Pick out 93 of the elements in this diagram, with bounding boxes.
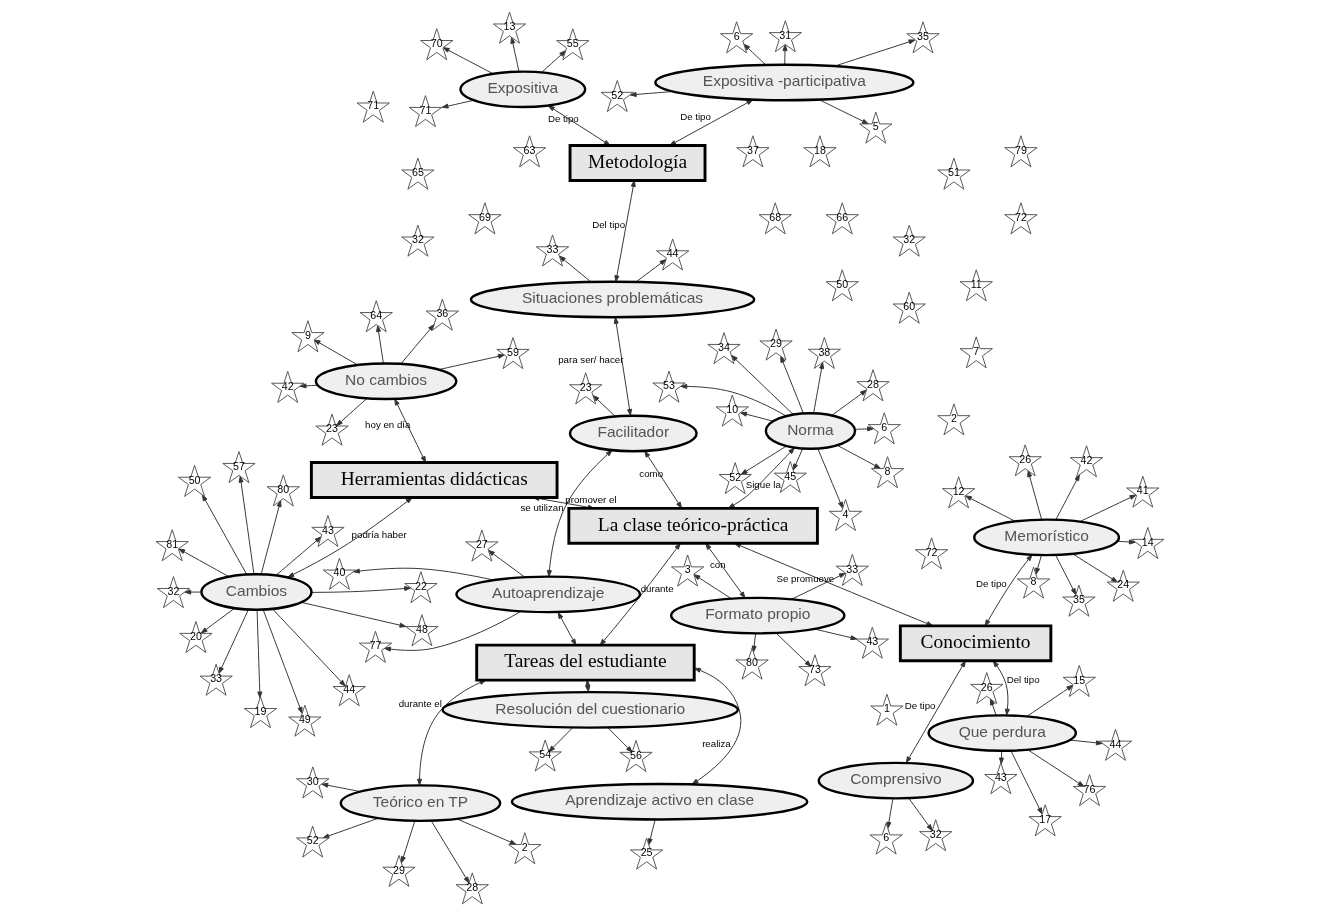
arrow [559,255,592,283]
node-ellipse: Expositiva -participativa [654,63,915,102]
edge-label: De tipo [904,700,936,712]
arrow [731,354,794,415]
node-ellipse: Situaciones problemáticas [469,280,756,319]
arrow [792,448,804,471]
arrow [599,542,681,646]
edge-label: se utilizan [520,501,564,513]
node-ellipse: Teórico en TP [339,784,502,823]
arrow [854,426,874,432]
arrow [1027,749,1085,787]
arrow [218,609,249,674]
arrow [647,819,656,846]
arrow [1055,474,1080,520]
arrow [813,362,825,414]
node-box: Herramientas didácticas [309,461,559,499]
arrow [1055,554,1077,596]
edge-label: Sigue la [745,478,781,490]
arrow [336,398,368,427]
edge-label: durante el [398,697,442,709]
arrow [546,449,613,577]
arrow [184,589,202,595]
arrow [275,536,322,576]
arrow [400,820,416,864]
edge-label: Del tipo [1006,674,1040,686]
arrow [831,389,867,416]
node-ellipse: Que perdura [927,714,1078,753]
node-ellipse: Comprensivo [817,761,975,800]
arrow [260,500,282,575]
arrow [1010,750,1043,815]
arrow [200,608,235,634]
arrow [557,612,577,646]
node-ellipse: No cambios [314,362,458,401]
arrow [751,633,757,653]
node-ellipse: Autoaprendizaje [455,575,642,614]
arrow [178,548,229,577]
arrow [262,609,303,714]
arrow [313,339,358,366]
arrow [311,586,411,593]
arrow [592,395,616,417]
arrow [644,450,683,509]
arrow [780,355,804,414]
arrow [740,445,787,475]
arrow [256,609,263,699]
arrow [992,660,1010,716]
arrow [201,494,248,575]
arrow [743,43,766,66]
arrow [488,549,526,578]
edge-label: promover el [565,494,617,506]
arrow [238,475,255,575]
edge-label: realiza [702,738,731,750]
node-ellipse: Memorístico [973,518,1121,557]
edge-label: como [639,467,664,479]
arrow [740,411,774,422]
node-ellipse: Expositiva [459,70,587,109]
arrow [394,398,427,463]
arrow [614,180,636,283]
node-ellipse: Resolución del cuestionario [441,690,740,729]
arrow [541,50,566,73]
arrow [287,497,413,578]
arrow [908,798,933,831]
edge-label: De tipo [680,110,711,122]
arrow [607,727,633,753]
arrow [613,317,633,416]
edge-label: para ser/ hacer [558,354,624,366]
node-box: Conocimiento [898,624,1053,663]
arrow [905,660,966,764]
arrow [775,632,812,667]
arrow [431,820,470,884]
arrow [1027,470,1043,520]
arrow [442,47,494,75]
edge-label: hoy en día [365,418,411,430]
arrow [548,727,574,753]
edge-label: De tipo [976,577,1007,589]
arrow [782,44,788,65]
arrow [400,324,435,365]
arrow [680,383,787,417]
arrow [989,698,997,716]
node-ellipse: Aprendizaje activo en clase [510,782,809,821]
arrow [635,259,667,283]
edge-label: Del tipo [592,218,626,230]
node-box: Tareas del estudiante [475,643,696,682]
arrow [984,554,1033,627]
edge-label: con [710,559,726,571]
arrow [272,608,346,687]
node-ellipse: Norma [764,412,857,450]
node-ellipse: Formato propio [669,596,846,635]
arrow [510,36,520,72]
arrow [886,798,894,829]
arrow [376,325,384,364]
node-box: Metodología [568,144,707,182]
arrow [817,448,844,509]
node-ellipse: Facilitador [568,414,698,453]
